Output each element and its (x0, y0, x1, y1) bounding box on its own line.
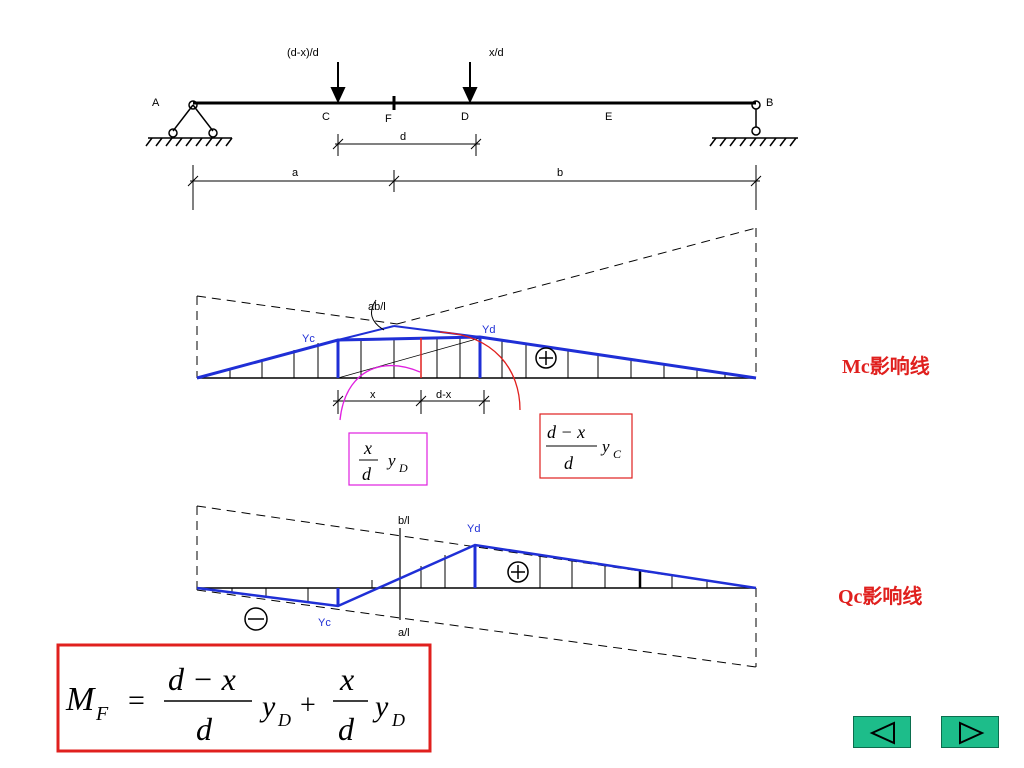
box-left-den: d (362, 464, 372, 484)
dim-x-label: x (370, 389, 376, 401)
minus-sign-icon (244, 607, 268, 631)
load-arrows (330, 62, 478, 104)
point-c-label: C (322, 111, 330, 123)
box-right-num: d − x (547, 422, 585, 442)
left-triangle-icon (869, 721, 895, 745)
box-left-num: x (363, 438, 372, 458)
point-b-label: B (766, 97, 773, 109)
mc-yd-label: Yd (482, 324, 495, 336)
formula-y1-sub: D (277, 710, 291, 730)
plus-sign-icon (535, 347, 557, 369)
next-slide-button[interactable] (941, 716, 999, 748)
box-right-den: d (564, 453, 574, 473)
point-e-label: E (605, 111, 612, 123)
formula-m: M (65, 681, 96, 718)
dimension-d-label: d (400, 131, 406, 143)
dim-dx-label: d-x (436, 389, 452, 401)
beam-figure: (d-x)/d x/d A B C F D E d a b (145, 47, 798, 210)
load-left-label: (d-x)/d (287, 47, 319, 59)
point-f-label: F (385, 113, 392, 125)
box-x-over-d (348, 432, 428, 486)
formula-y2: y (372, 690, 389, 723)
point-d-label: D (461, 111, 469, 123)
left-support (145, 100, 233, 147)
formula-m-sub: F (95, 703, 109, 725)
formula-f1-den: d (196, 711, 213, 747)
box-right-y: y (600, 437, 610, 456)
mc-influence-line: ab/l Yc Yd x d-x x d y D d − x (196, 227, 930, 486)
box-left-sub: D (398, 461, 408, 475)
formula-f2-den: d (338, 711, 355, 747)
dimension-b-label: b (557, 167, 563, 179)
qc-bottom-label: a/l (398, 627, 410, 639)
qc-yd-label: Yd (467, 523, 480, 535)
qc-influence-line: b/l a/l Yd Yc Qc影响线 (196, 505, 922, 668)
qc-plus-sign-icon (507, 561, 529, 583)
mc-yc-label: Yc (302, 333, 315, 345)
mc-caption: Mc影响线 (842, 354, 930, 378)
prev-slide-button[interactable] (853, 716, 911, 748)
dimension-a-label: a (292, 167, 299, 179)
qc-top-label: b/l (398, 515, 410, 527)
formula-eq: = (128, 684, 145, 717)
load-right-label: x/d (489, 47, 504, 59)
dimension-d (332, 134, 482, 156)
qc-caption: Qc影响线 (838, 584, 922, 608)
formula-y2-sub: D (391, 710, 405, 730)
formula-plus: + (300, 690, 316, 721)
qc-yc-label: Yc (318, 617, 331, 629)
mc-peak-label: ab/l (368, 301, 386, 313)
box-left-y: y (386, 451, 396, 470)
right-support (709, 100, 798, 147)
formula-y1: y (259, 690, 276, 723)
box-right-sub: C (613, 447, 622, 461)
formula-f2-num: x (339, 661, 354, 697)
right-triangle-icon (959, 721, 985, 745)
point-a-label: A (152, 97, 160, 109)
formula-f1-num: d − x (168, 661, 236, 697)
formula-mf: M F = d − x d y D + x d y D (56, 643, 432, 753)
dimension-ab (187, 165, 762, 210)
